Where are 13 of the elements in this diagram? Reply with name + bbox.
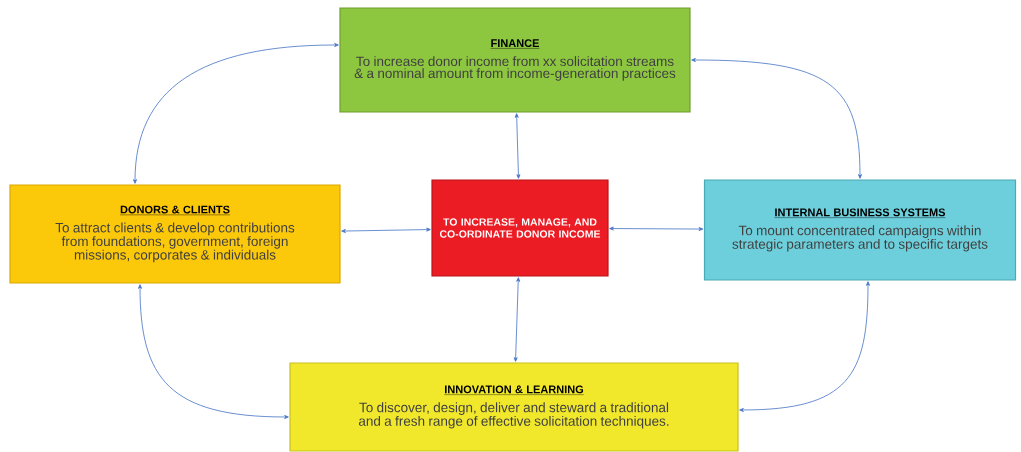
arrow	[609, 226, 704, 231]
arrow	[514, 113, 521, 179]
arrow	[341, 227, 431, 233]
arrow	[138, 284, 289, 419]
goal-box: INNOVATION & LEARNING To discover, design, deliver and steward a traditional and a fresh range of effective solicitation techniques.	[289, 362, 739, 452]
goal-box: TO INCREASE, MANAGE, AND CO-ORDINATE DONOR INCOME	[431, 179, 609, 277]
goal-box: INTERNAL BUSINESS SYSTEMS To mount concentrated campaigns within strategic parameters and to specific targets	[703, 179, 1017, 281]
goal-box: FINANCE To increase donor income from xx solicitation streams & a nominal amount from income-generation practices	[339, 7, 691, 113]
arrow	[133, 43, 339, 184]
goal-box: DONORS & CLIENTS To attract clients & develop contributions from foundations, government, foreign missions, corporates & individuals	[9, 184, 341, 284]
arrow	[739, 281, 870, 412]
arrow	[513, 277, 521, 362]
arrow	[691, 58, 862, 179]
